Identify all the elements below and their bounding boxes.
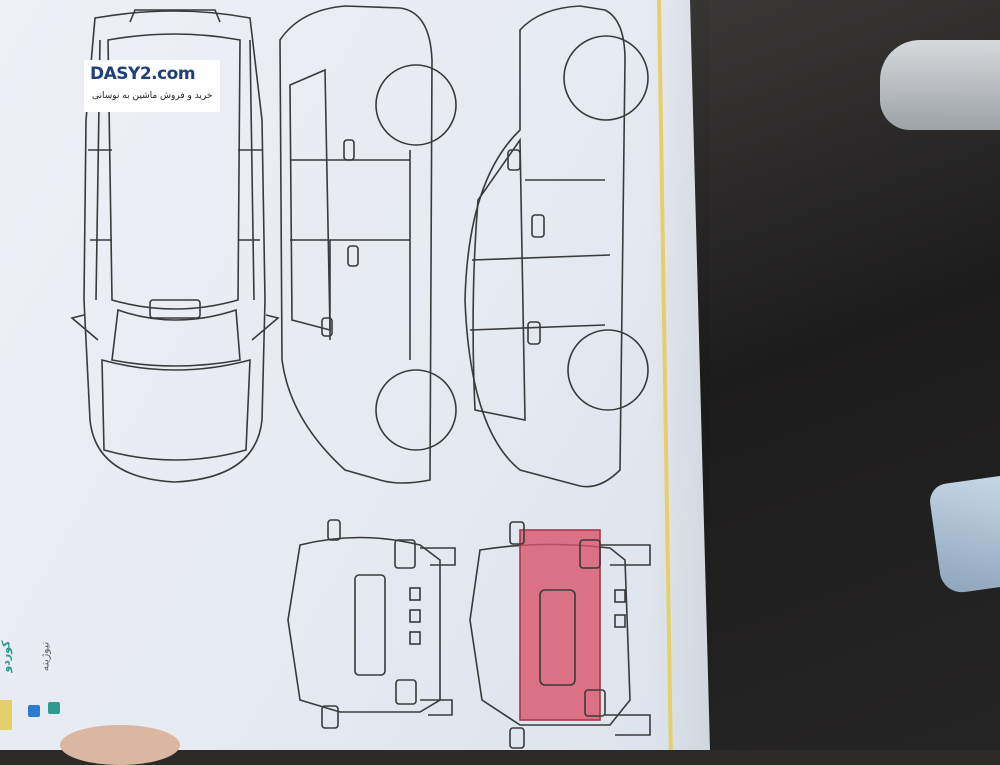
teal-square-icon bbox=[48, 702, 60, 714]
car-side-view-right bbox=[464, 5, 649, 488]
logo-tagline: خرید و فروش ماشین به نوسانی bbox=[92, 91, 213, 101]
damage-highlight bbox=[519, 529, 601, 721]
car-front-view bbox=[287, 519, 456, 729]
side-label-2: نیوژینه bbox=[38, 641, 52, 672]
side-label-1: کوردو bbox=[0, 640, 13, 673]
car-top-view bbox=[70, 9, 280, 483]
finger-edge bbox=[60, 725, 180, 765]
paper-edge-stripe bbox=[0, 700, 12, 730]
watermark-logo: DASY2.com خرید و فروش ماشین به نوسانی bbox=[84, 60, 220, 112]
logo-brand: DASY2.com bbox=[90, 64, 196, 84]
car-rear-view bbox=[469, 521, 651, 749]
car-side-view-left bbox=[279, 5, 457, 484]
blue-square-icon bbox=[28, 705, 40, 717]
seat-bolster bbox=[880, 40, 1000, 130]
